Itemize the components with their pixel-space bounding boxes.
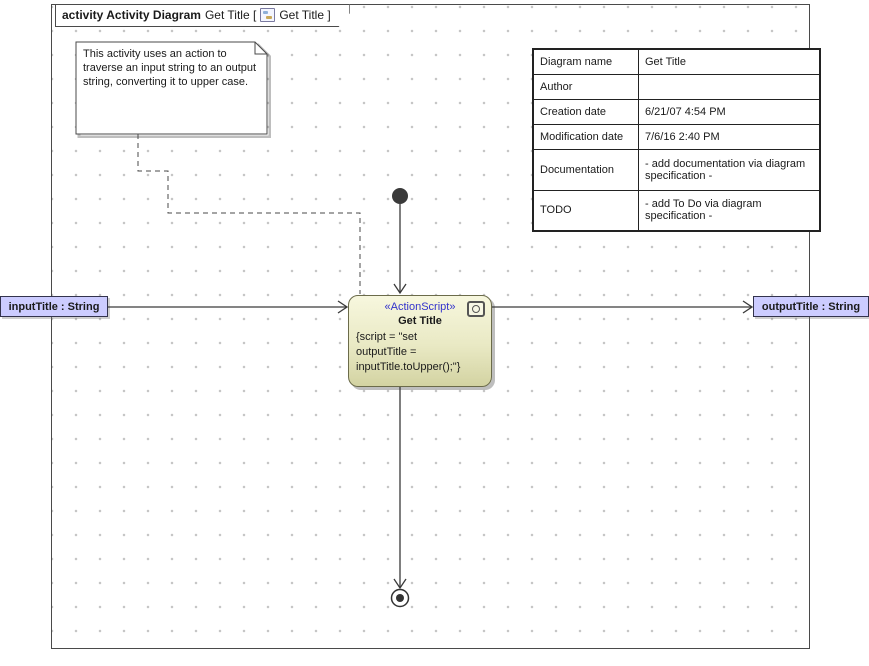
output-parameter-label: outputTitle : String bbox=[762, 301, 860, 313]
value-cell: 6/21/07 4:54 PM bbox=[639, 99, 821, 124]
action-script-text: {script = "set outputTitle = inputTitle.… bbox=[349, 330, 491, 375]
label-cell: Diagram name bbox=[533, 49, 639, 74]
frame-keyword-label: activity Activity Diagram bbox=[62, 8, 201, 22]
label-cell: Creation date bbox=[533, 99, 639, 124]
table-row: Creation date 6/21/07 4:54 PM bbox=[533, 99, 820, 124]
action-node[interactable]: «ActionScript» Get Title {script = "set … bbox=[348, 295, 492, 387]
note-text: This activity uses an action to traverse… bbox=[75, 41, 263, 89]
table-row: Diagram name Get Title bbox=[533, 49, 820, 74]
value-cell: - add documentation via diagram specific… bbox=[639, 149, 821, 190]
table-row: TODO - add To Do via diagram specificati… bbox=[533, 190, 820, 231]
value-cell: - add To Do via diagram specification - bbox=[639, 190, 821, 231]
label-cell: Modification date bbox=[533, 124, 639, 149]
table-row: Author bbox=[533, 74, 820, 99]
label-cell: Author bbox=[533, 74, 639, 99]
action-script-icon bbox=[467, 301, 485, 317]
input-parameter-node[interactable]: inputTitle : String bbox=[0, 296, 108, 317]
value-cell: Get Title bbox=[639, 49, 821, 74]
comment-note[interactable]: This activity uses an action to traverse… bbox=[75, 41, 267, 134]
value-cell bbox=[639, 74, 821, 99]
activity-diagram-icon bbox=[260, 8, 275, 22]
table-row: Documentation - add documentation via di… bbox=[533, 149, 820, 190]
label-cell: TODO bbox=[533, 190, 639, 231]
input-parameter-label: inputTitle : String bbox=[9, 301, 100, 313]
frame-ref-label: Get Title ] bbox=[279, 8, 330, 22]
frame-header-tab[interactable]: activity Activity Diagram Get Title [ Ge… bbox=[55, 4, 350, 27]
value-cell: 7/6/16 2:40 PM bbox=[639, 124, 821, 149]
table-row: Modification date 7/6/16 2:40 PM bbox=[533, 124, 820, 149]
label-cell: Documentation bbox=[533, 149, 639, 190]
diagram-info-table[interactable]: Diagram name Get Title Author Creation d… bbox=[532, 48, 821, 232]
output-parameter-node[interactable]: outputTitle : String bbox=[753, 296, 869, 317]
frame-name-label: Get Title [ bbox=[205, 8, 256, 22]
